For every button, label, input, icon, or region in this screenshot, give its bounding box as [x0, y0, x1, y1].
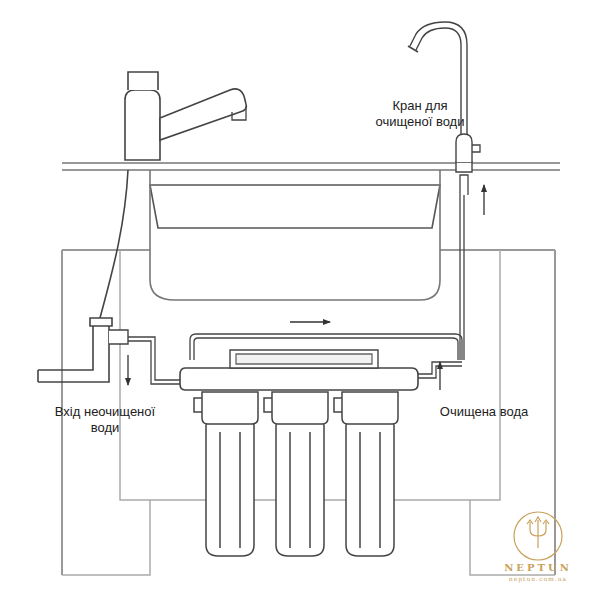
filter-housing [334, 392, 398, 556]
label-text: Вхід неочищеної води [50, 404, 160, 436]
watermark-text: NEPTUN [504, 562, 572, 573]
watermark-url: neptun.com.ua [509, 575, 567, 582]
label-text: Очищена вода [440, 404, 528, 420]
label-text: Кран для очищеної води [365, 98, 475, 130]
filter-housing [194, 392, 258, 556]
filter-housing [264, 392, 328, 556]
